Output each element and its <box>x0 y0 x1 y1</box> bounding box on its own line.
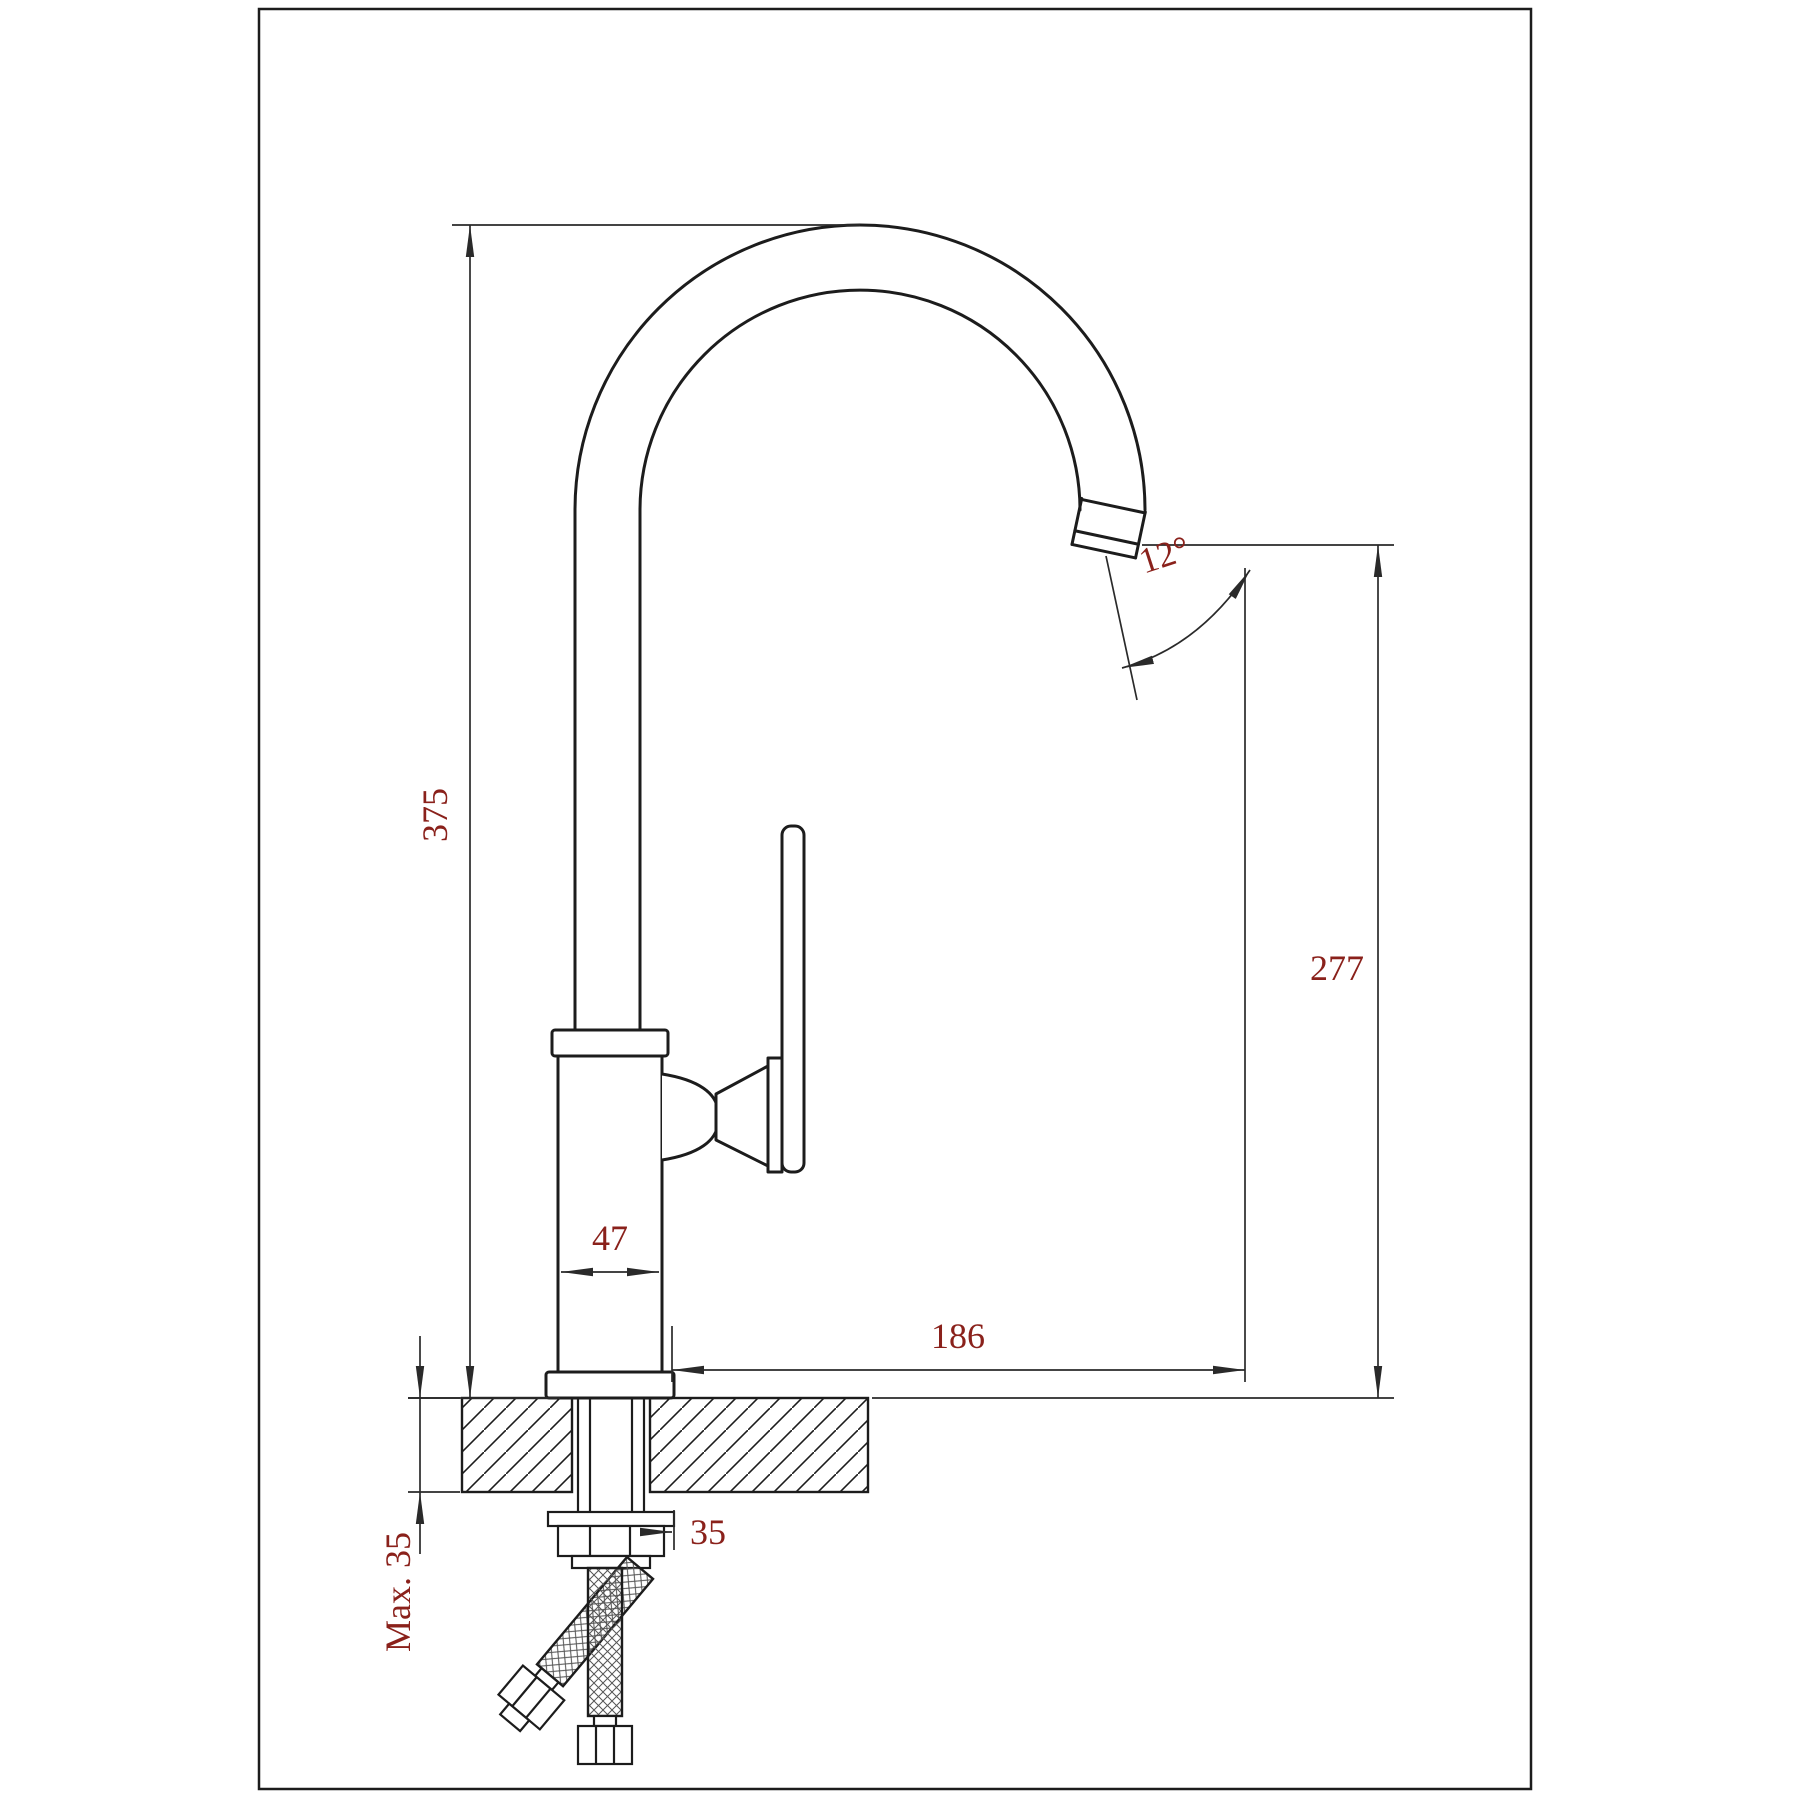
countertop-right <box>648 1396 870 1494</box>
dim-under-deck: 35 <box>640 1510 726 1552</box>
aerator-ring <box>1073 529 1140 546</box>
nozzle-tip-face <box>1070 542 1138 560</box>
dim-label-outlet-height: 277 <box>1310 948 1364 988</box>
dim-label-body-width: 47 <box>592 1218 628 1258</box>
dim-body-width: 47 <box>561 1218 659 1277</box>
dim-total-height: 375 <box>408 224 860 1399</box>
hose-hex-fitting <box>576 1724 634 1766</box>
dim-outlet-height: 277 <box>872 544 1394 1399</box>
drawing-frame <box>257 7 1533 1791</box>
hex-facet <box>525 1687 552 1719</box>
nozzle-edge <box>1070 496 1084 546</box>
nozzle-edge <box>1134 510 1147 560</box>
mounting-plate <box>546 1510 676 1528</box>
countertop-left <box>460 1396 574 1494</box>
dim-label-spout-reach: 186 <box>931 1316 985 1356</box>
mounting-assembly <box>546 1398 676 1570</box>
spout-arc-inner <box>638 288 1082 1034</box>
neck-flange <box>550 1028 670 1058</box>
hose-nipple <box>498 1702 531 1733</box>
handle-collar <box>766 1056 784 1174</box>
spout-nozzle <box>1070 496 1147 560</box>
dim-max-deck-thickness: Max. 35 <box>378 1336 460 1652</box>
dim-spout-reach: 186 <box>671 568 1246 1382</box>
base-flange <box>544 1370 676 1400</box>
angle-reference-line <box>1105 555 1138 701</box>
supply-hose-straight <box>576 1566 634 1766</box>
hose-braid <box>586 1566 624 1718</box>
faucet-outline <box>544 223 1147 1400</box>
handle-lever-blade <box>780 824 806 1174</box>
nozzle-joint <box>1080 497 1147 515</box>
dim-label-total-height: 375 <box>415 788 455 842</box>
countertop-section <box>460 1396 870 1494</box>
hex-facet <box>511 1676 538 1707</box>
dim-label-max-deck-thickness: Max. 35 <box>378 1532 418 1652</box>
mounting-nut <box>556 1524 666 1558</box>
hose-collar <box>592 1714 618 1728</box>
angle-arc <box>1121 569 1251 669</box>
dim-label-under-deck: 35 <box>690 1512 726 1552</box>
